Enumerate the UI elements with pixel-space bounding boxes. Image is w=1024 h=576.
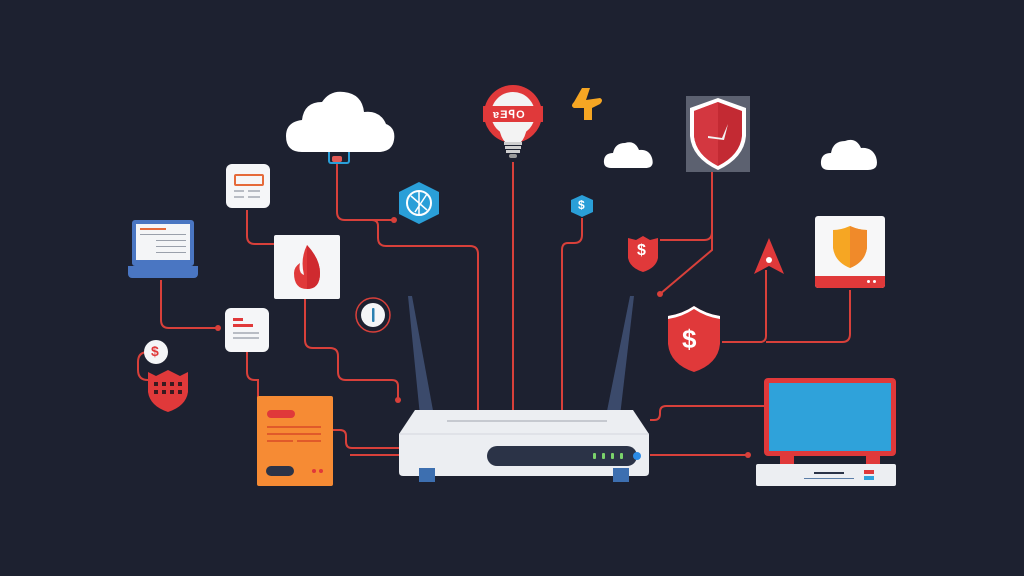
status-led (593, 453, 596, 459)
firewall-flame-icon (274, 235, 340, 299)
dollar-badge-icon: $ (570, 194, 594, 218)
status-led (602, 453, 605, 459)
security-shield-icon (686, 96, 750, 172)
status-led (620, 453, 623, 459)
network-hex-icon (397, 180, 441, 231)
power-button-icon (354, 296, 392, 334)
cloud-icon (284, 88, 396, 164)
dollar-symbol: $ (151, 343, 159, 359)
security-card-icon (815, 216, 885, 288)
dollar-symbol: $ (637, 242, 646, 259)
bulb-label: ɐƎꟼO (493, 109, 526, 121)
alert-arrow-icon (752, 236, 786, 281)
settings-card-icon (226, 164, 270, 208)
dollar-symbol: $ (682, 324, 697, 354)
status-led (611, 453, 614, 459)
desktop-monitor-icon (756, 378, 896, 486)
laptop-icon (128, 220, 198, 280)
dollar-symbol: $ (578, 198, 585, 212)
lightning-icon (570, 86, 604, 127)
wifi-router (397, 408, 651, 484)
cloud-icon (603, 138, 655, 175)
cloud-icon (820, 134, 880, 177)
lightbulb-icon: ɐƎꟼO (481, 84, 545, 164)
dollar-shield-icon: $ (626, 234, 660, 274)
dollar-circle-icon: $ (144, 340, 168, 364)
data-shield-icon (146, 368, 190, 419)
router-antennas (408, 296, 634, 416)
power-led (633, 452, 641, 460)
dollar-shield-icon: $ (666, 304, 722, 374)
document-card-icon (225, 308, 269, 352)
server-card-icon (257, 396, 333, 486)
